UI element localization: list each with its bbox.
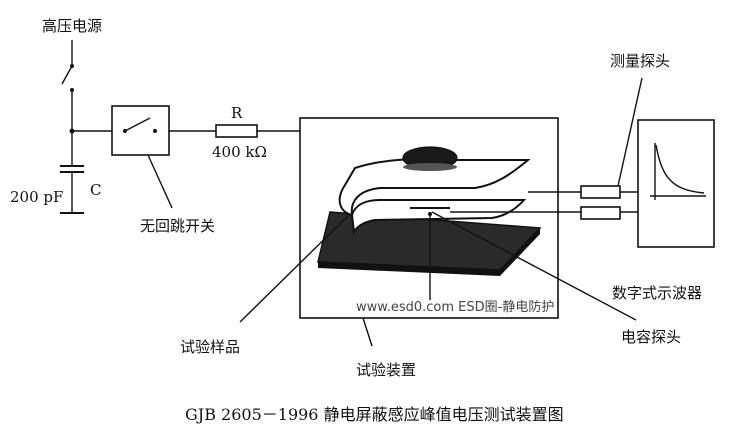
oscilloscope xyxy=(637,119,715,248)
switch-leader xyxy=(147,154,173,209)
top-electrode-face xyxy=(403,163,457,171)
capacitive-probe-leader xyxy=(431,211,637,321)
resistor-value-label: 400 kΩ xyxy=(212,143,267,161)
source-switch-blade xyxy=(61,65,73,85)
probe-leader xyxy=(617,77,643,187)
capacitive-probe-label: 电容探头 xyxy=(621,328,681,346)
sample-bag-bottom xyxy=(350,199,527,236)
probe-lower xyxy=(580,206,621,220)
resistor-symbol-label: R xyxy=(231,104,243,122)
test-apparatus xyxy=(299,117,581,319)
capacitance-label: 200 pF xyxy=(10,188,63,206)
sample-leader xyxy=(239,213,351,323)
apparatus-label: 试验装置 xyxy=(356,361,416,379)
switch-contact-right xyxy=(153,129,157,133)
switch-blade xyxy=(124,117,151,132)
bounce-free-switch-box xyxy=(111,105,170,156)
probe-label: 测量探头 xyxy=(610,52,670,70)
base-plate-edge xyxy=(500,228,540,276)
oscilloscope-box xyxy=(637,119,715,248)
measurement-probes xyxy=(580,185,638,220)
watermark: www.esd0.com ESD圈-静电防护 xyxy=(356,299,554,315)
hv-source-label: 高压电源 xyxy=(42,17,102,35)
oscilloscope-label: 数字式示波器 xyxy=(612,284,702,302)
apparatus-leader xyxy=(362,317,373,347)
sample-label: 试验样品 xyxy=(180,338,240,356)
switch-label: 无回跳开关 xyxy=(140,217,215,235)
resistor xyxy=(215,124,258,138)
decay-waveform xyxy=(655,144,705,194)
probe-upper xyxy=(580,185,621,199)
base-plate-side xyxy=(318,262,500,276)
figure-caption: GJB 2605－1996 静电屏蔽感应峰值电压测试装置图 xyxy=(185,405,564,424)
capacitor-symbol-label: C xyxy=(90,181,101,199)
